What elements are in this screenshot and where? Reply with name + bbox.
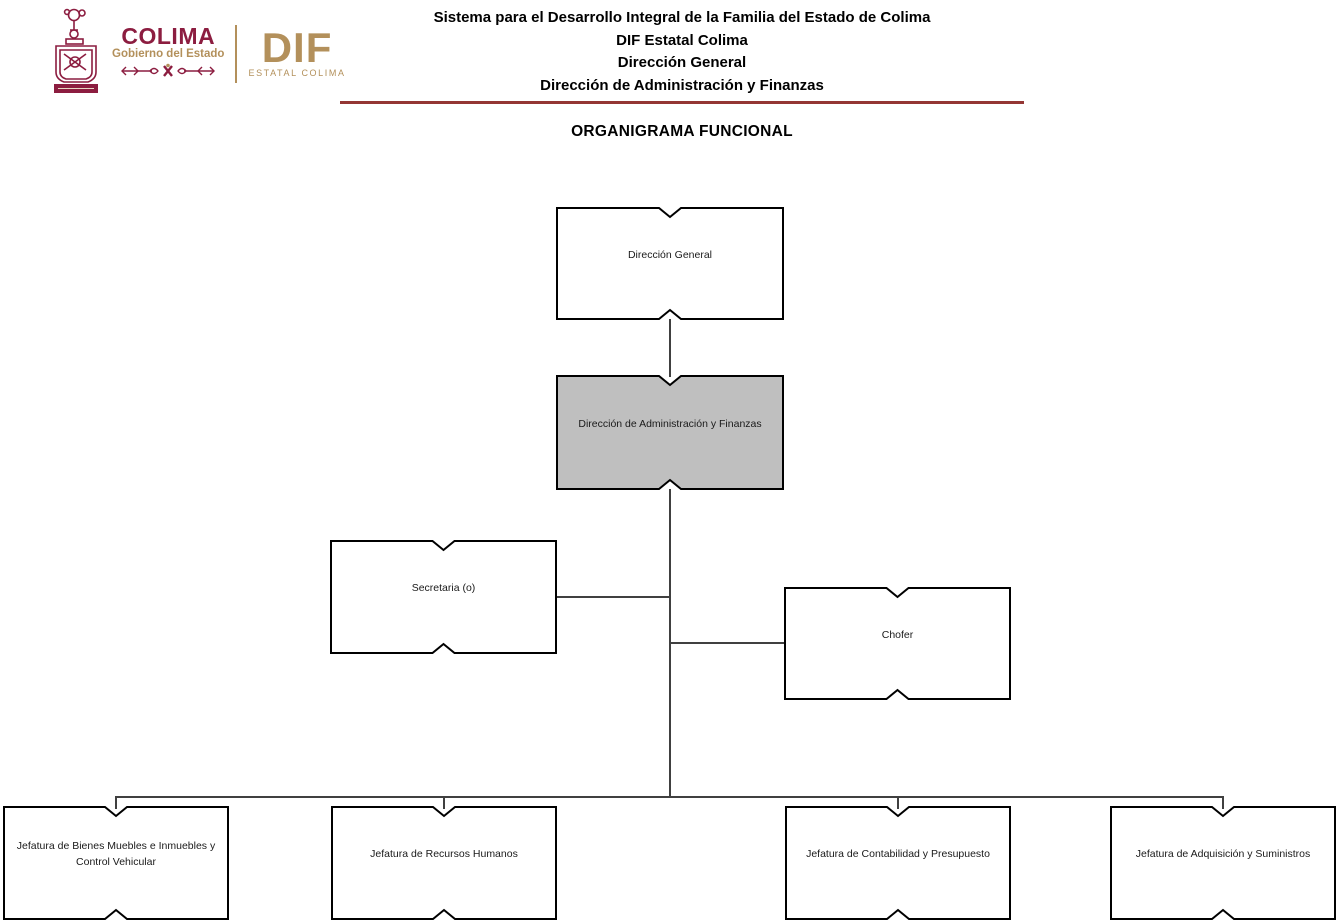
header-line-4: Dirección de Administración y Finanzas bbox=[540, 76, 824, 94]
org-node-label: Jefatura de Recursos Humanos bbox=[370, 848, 518, 861]
org-node-label: Jefatura de Contabilidad y Presupuesto bbox=[806, 848, 990, 861]
colima-dif-logo: COLIMA Gobierno del Estado DIF ESTATAL C… bbox=[50, 5, 346, 103]
org-node-label: Dirección de Administración y Finanzas bbox=[578, 417, 762, 430]
org-node-label: Dirección General bbox=[627, 248, 713, 261]
org-node-jefatura-contabilidad: Jefatura de Contabilidad y Presupuesto bbox=[785, 806, 1011, 920]
header-line-1: Sistema para el Desarrollo Integral de l… bbox=[433, 9, 931, 26]
logo-ornament-icon bbox=[121, 63, 216, 77]
org-node-secretaria: Secretaria (o) bbox=[330, 540, 557, 654]
dif-wordmark-block: DIF ESTATAL COLIMA bbox=[248, 23, 346, 79]
org-node-jefatura-bienes-muebles: Jefatura de Bienes Muebles e Inmuebles y… bbox=[3, 806, 229, 920]
document-header: Sistema para el Desarrollo Integral de l… bbox=[340, 7, 1024, 141]
org-node-label: Jefatura de Adquisición y Suministros bbox=[1135, 848, 1311, 861]
logo-divider bbox=[235, 25, 238, 83]
org-node-direccion-general: Dirección General bbox=[556, 207, 784, 320]
gobierno-del-estado-label: Gobierno del Estado bbox=[112, 48, 225, 61]
chart-title: ORGANIGRAMA FUNCIONAL bbox=[571, 123, 793, 140]
dif-wordmark: DIF bbox=[261, 23, 333, 71]
org-node-jefatura-adquisicion: Jefatura de Adquisición y Suministros bbox=[1110, 806, 1336, 920]
colima-coat-of-arms-icon bbox=[54, 8, 98, 93]
colima-wordmark-block: COLIMA Gobierno del Estado bbox=[112, 24, 224, 84]
org-node-direccion-administracion-finanzas: Dirección de Administración y Finanzas bbox=[556, 375, 784, 490]
header-line-2: DIF Estatal Colima bbox=[616, 31, 748, 49]
org-node-label: Jefatura de Bienes Muebles e Inmuebles y… bbox=[16, 840, 216, 868]
org-node-label: Chofer bbox=[881, 628, 914, 641]
org-node-label: Secretaria (o) bbox=[411, 582, 476, 595]
org-node-chofer: Chofer bbox=[784, 587, 1011, 700]
org-node-jefatura-recursos-humanos: Jefatura de Recursos Humanos bbox=[331, 806, 557, 920]
dif-estatal-colima-label: ESTATAL COLIMA bbox=[248, 68, 346, 79]
colima-wordmark: COLIMA bbox=[121, 23, 216, 50]
header-line-3: Dirección General bbox=[617, 54, 747, 71]
header-rule bbox=[340, 101, 1024, 104]
